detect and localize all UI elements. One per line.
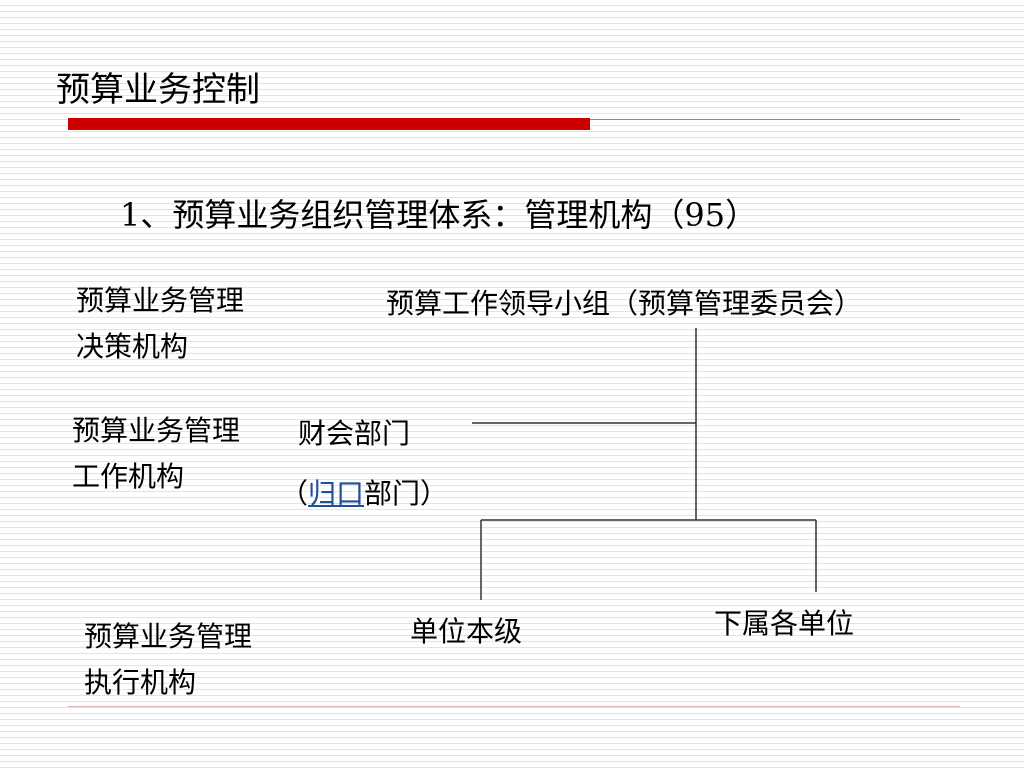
- title-underline-thin: [590, 119, 960, 120]
- finance-dept-node: 财会部门: [298, 417, 411, 450]
- leader-group-node: 预算工作领导小组（预算管理委员会）: [386, 287, 863, 320]
- guikou-dept-node: （归口部门）: [280, 472, 448, 512]
- footer-rule: [68, 706, 960, 707]
- level-execution-label: 预算业务管理执行机构: [84, 620, 253, 699]
- guikou-rest: 部门）: [364, 477, 449, 510]
- guikou-open-paren: （: [280, 477, 309, 510]
- subordinates-node: 下属各单位: [714, 607, 855, 640]
- unit-self-node: 单位本级: [410, 615, 523, 648]
- guikou-link[interactable]: 归口: [308, 477, 365, 510]
- section-heading: 1、预算业务组织管理体系：管理机构（95）: [120, 196, 758, 234]
- slide-title: 预算业务控制: [56, 70, 260, 110]
- title-underline-red: [68, 118, 590, 130]
- level-decision-label: 预算业务管理决策机构: [76, 284, 245, 363]
- level-work-label: 预算业务管理工作机构: [72, 414, 241, 493]
